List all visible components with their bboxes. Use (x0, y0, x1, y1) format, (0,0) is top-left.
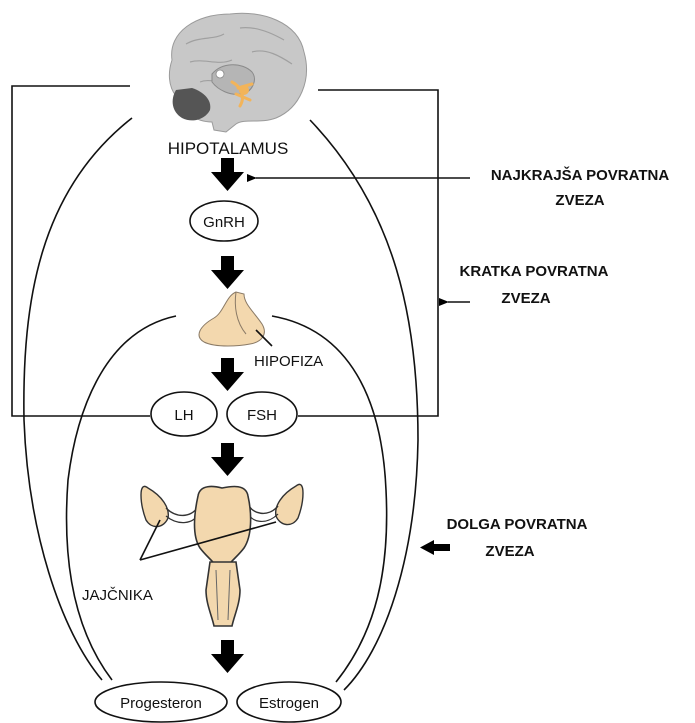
ovaries-label: JAJČNIKA (82, 587, 153, 604)
long-feedback-label-line1: DOLGA POVRATNA (447, 516, 588, 533)
hypothalamus-label: HIPOTALAMUS (168, 139, 289, 158)
progesterone-node: Progesteron (95, 682, 227, 722)
fsh-label: FSH (247, 407, 277, 424)
estrogen-label: Estrogen (259, 695, 319, 712)
lh-node: LH (151, 392, 217, 436)
short-feedback-label-line2: ZVEZA (501, 290, 550, 307)
down-arrow-5 (211, 640, 244, 673)
down-arrow-3 (211, 358, 244, 391)
long-feedback-arrow (420, 540, 450, 555)
short-feedback-label-line1: KRATKA POVRATNA (460, 263, 609, 280)
fsh-node: FSH (227, 392, 297, 436)
gnrh-node: GnRH (190, 201, 258, 241)
estrogen-node: Estrogen (237, 682, 341, 722)
brain-illustration (169, 13, 306, 132)
down-arrow-4 (211, 443, 244, 476)
pituitary-label: HIPOFIZA (254, 353, 323, 370)
short-feedback-loop-left (12, 86, 150, 416)
uterus-ovaries-illustration (141, 484, 303, 626)
long-feedback-loop-right (310, 120, 418, 690)
gnrh-label: GnRH (203, 214, 245, 231)
ultrashort-feedback-label-line2: ZVEZA (555, 192, 604, 209)
down-arrow-1 (211, 158, 244, 191)
down-arrow-2 (211, 256, 244, 289)
progesterone-label: Progesteron (120, 695, 202, 712)
ultrashort-feedback-label-line1: NAJKRAJŠA POVRATNA (491, 166, 670, 184)
lh-label: LH (174, 407, 193, 424)
long-feedback-label-line2: ZVEZA (485, 543, 534, 560)
pituitary-illustration (199, 292, 272, 346)
